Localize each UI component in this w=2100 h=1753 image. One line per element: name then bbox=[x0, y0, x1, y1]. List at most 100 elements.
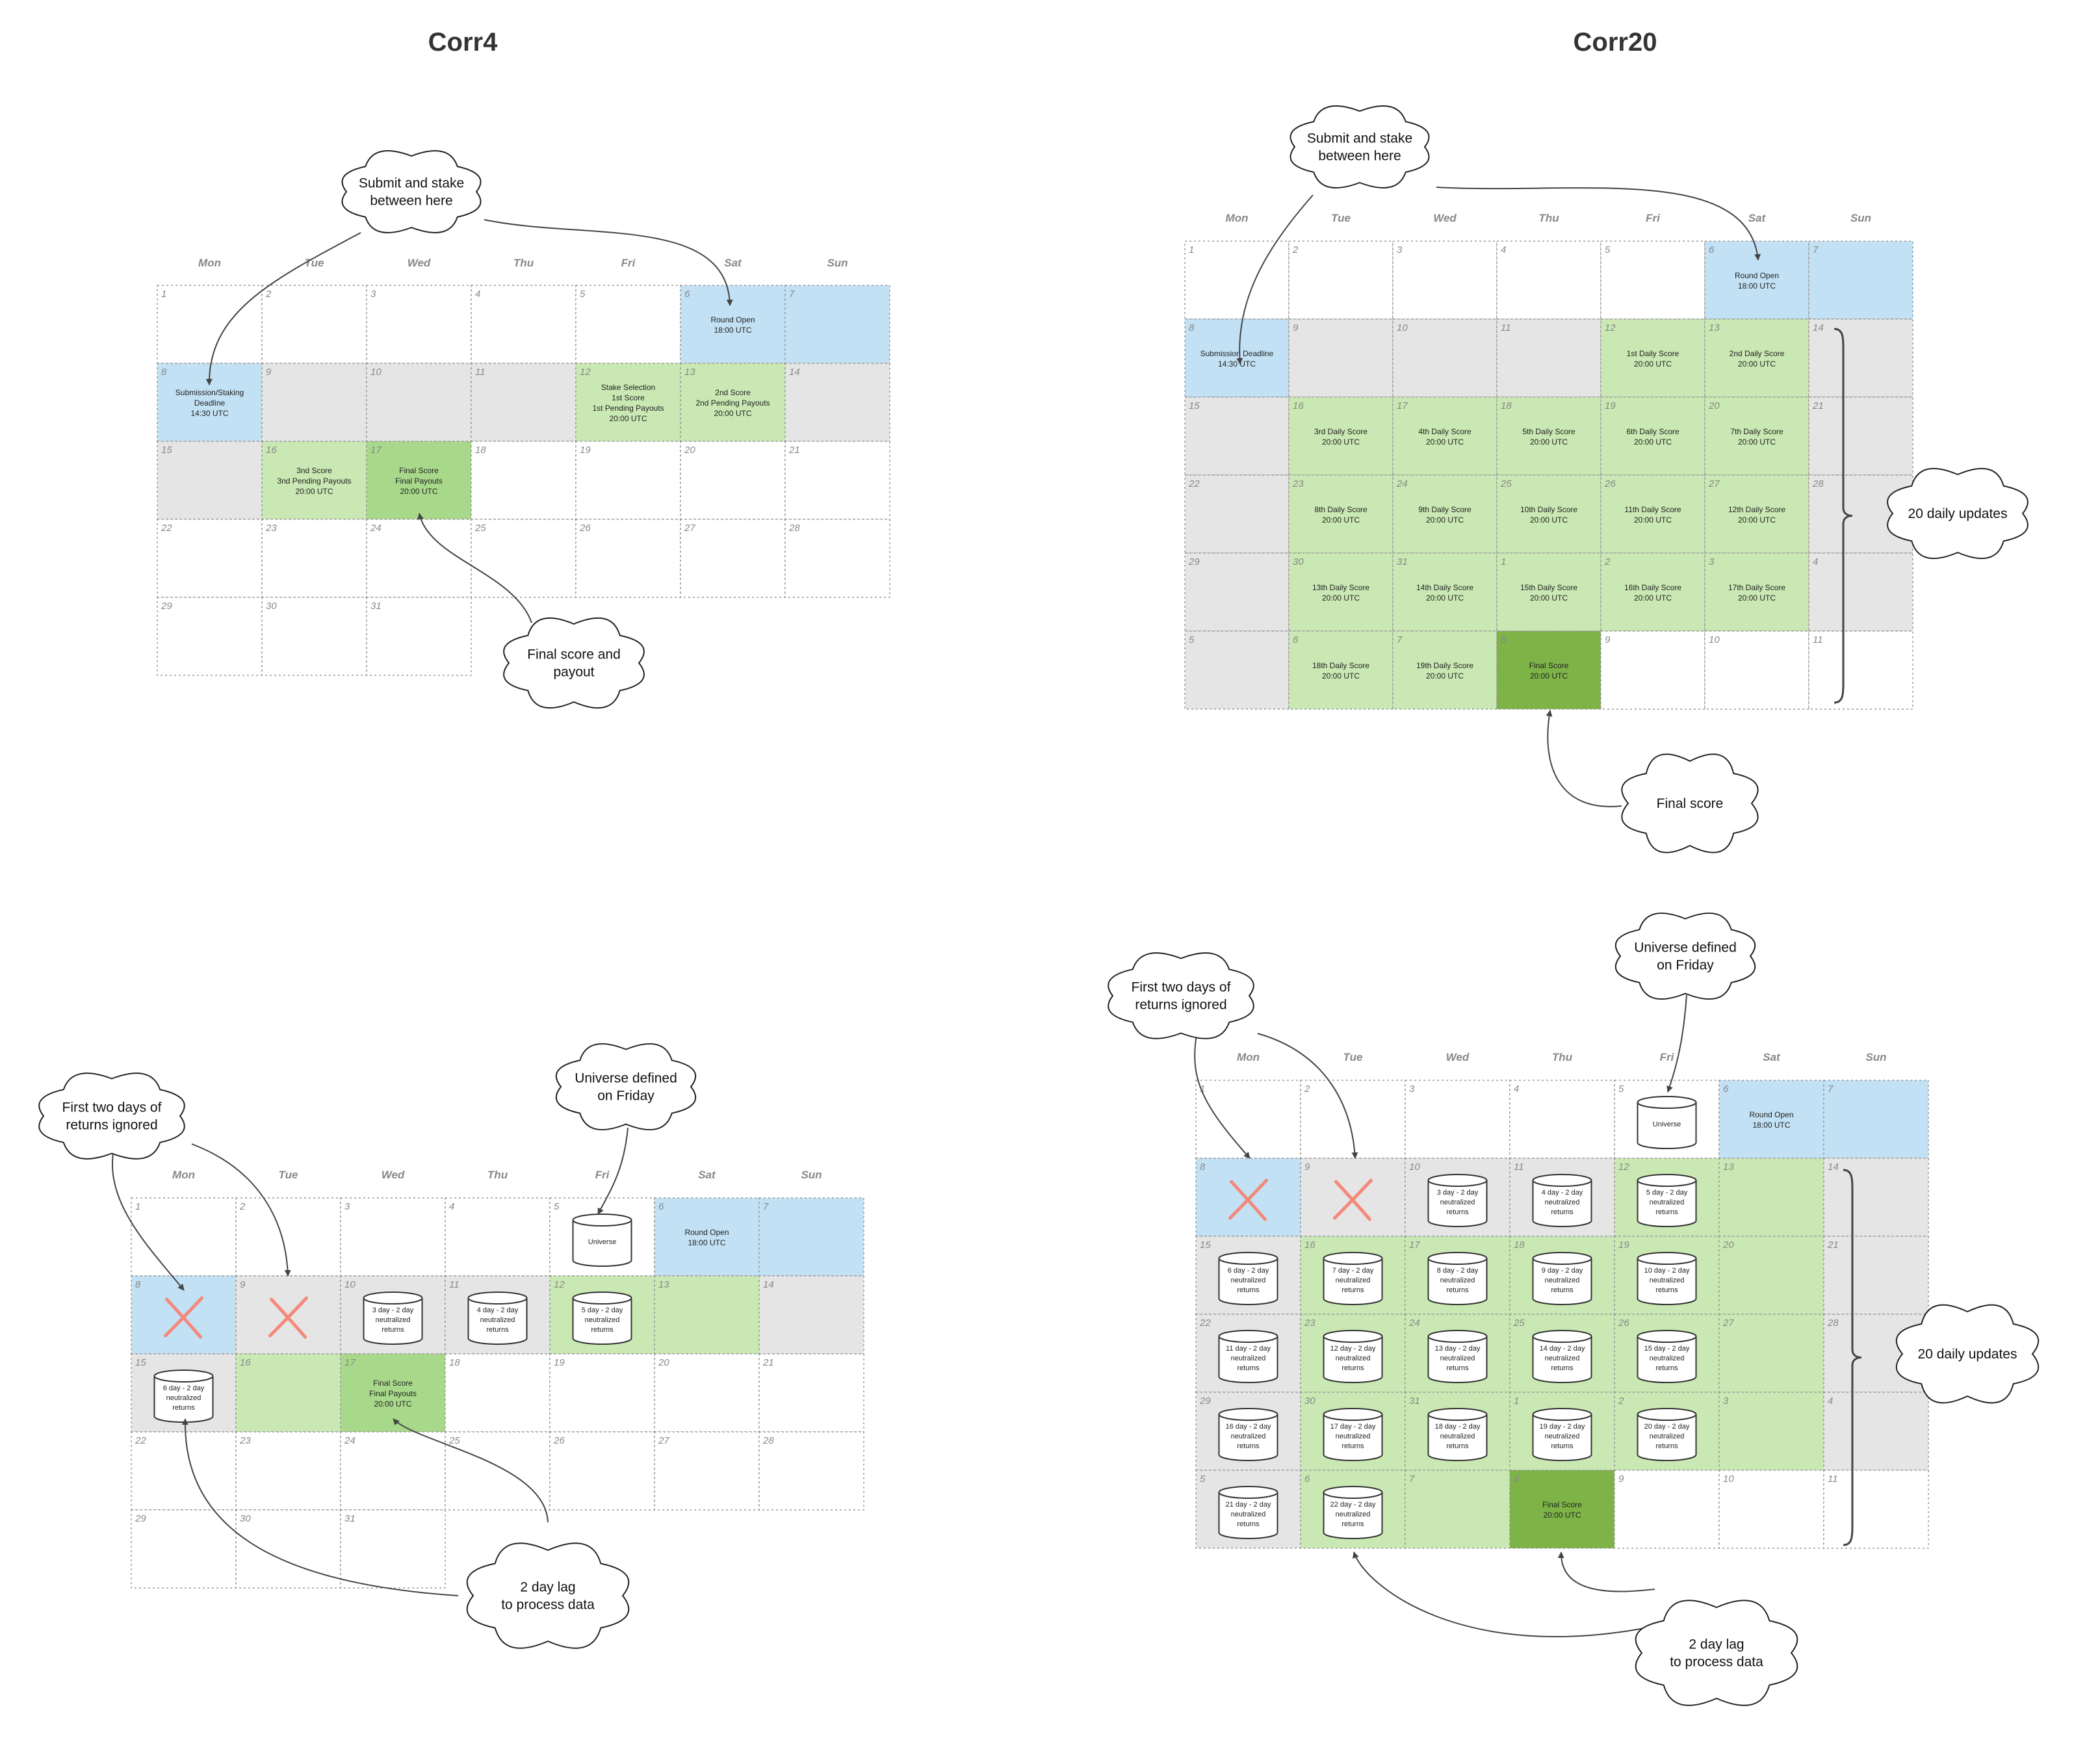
calendar-cell bbox=[1496, 240, 1601, 320]
cylinder-label: 22 day - 2 day bbox=[1330, 1501, 1376, 1509]
cylinder-label: returns bbox=[1342, 1442, 1364, 1450]
weekday-label: Fri bbox=[621, 257, 636, 269]
day-number: 10 bbox=[1723, 1474, 1734, 1485]
cell-label: 14:30 UTC bbox=[190, 409, 228, 418]
weekday-label: Thu bbox=[1552, 1051, 1573, 1063]
callout-cloud bbox=[466, 1542, 630, 1649]
day-number: 19 bbox=[1605, 400, 1616, 411]
day-number: 2 bbox=[1618, 1396, 1624, 1407]
cell-label: 14:30 UTC bbox=[1218, 359, 1256, 369]
day-number: 7 bbox=[1813, 244, 1819, 255]
calendar-cell bbox=[758, 1431, 864, 1511]
weekday-label: Sun bbox=[827, 257, 848, 269]
calendar-cell bbox=[1718, 1470, 1824, 1549]
day-number: 1 bbox=[1189, 244, 1194, 255]
calendar-cell bbox=[1808, 240, 1913, 320]
cell-label: 14th Daily Score bbox=[1416, 583, 1473, 592]
calendar-cell bbox=[1600, 552, 1705, 632]
day-number: 13 bbox=[658, 1279, 669, 1290]
cell-label: 12th Daily Score bbox=[1728, 505, 1785, 514]
calendar-cell bbox=[1300, 1080, 1406, 1159]
day-number: 21 bbox=[1812, 400, 1824, 411]
cell-label: 20:00 UTC bbox=[1322, 515, 1360, 525]
day-number: 6 bbox=[1709, 244, 1715, 255]
day-number: 27 bbox=[1708, 478, 1720, 489]
calendar-cell bbox=[1808, 552, 1913, 632]
day-number: 31 bbox=[370, 601, 382, 612]
cylinder-label: 13 day - 2 day bbox=[1435, 1345, 1481, 1353]
day-number: 21 bbox=[1827, 1240, 1839, 1251]
cylinder-label: 18 day - 2 day bbox=[1435, 1423, 1481, 1431]
day-number: 7 bbox=[1409, 1474, 1415, 1485]
day-number: 2 bbox=[1604, 556, 1611, 567]
day-number: 27 bbox=[658, 1435, 669, 1446]
weekday-label: Fri bbox=[1646, 212, 1661, 224]
calendar-cell bbox=[1392, 474, 1497, 554]
cell-label: 20:00 UTC bbox=[714, 409, 751, 418]
cylinder-label: returns bbox=[1342, 1364, 1364, 1372]
cylinder-label: neutralized bbox=[1545, 1277, 1580, 1284]
cell-label: Submission/Staking bbox=[175, 388, 244, 397]
day-number: 22 bbox=[1188, 478, 1200, 489]
cell-label: 2nd Daily Score bbox=[1730, 349, 1785, 358]
calendar-cell bbox=[784, 519, 890, 598]
cylinder-label: neutralized bbox=[1231, 1433, 1266, 1440]
day-number: 5 bbox=[1618, 1084, 1624, 1095]
calendar-cell bbox=[157, 597, 263, 676]
calendar-cell bbox=[1704, 474, 1809, 554]
calendar-cell bbox=[366, 285, 472, 364]
cylinder-label: returns bbox=[1551, 1442, 1574, 1450]
calendar-cell bbox=[366, 441, 472, 520]
day-number: 20 bbox=[684, 445, 695, 456]
calendar-cell bbox=[1600, 474, 1705, 554]
calendar-cell bbox=[1718, 1314, 1824, 1393]
day-number: 7 bbox=[763, 1201, 769, 1212]
day-number: 7 bbox=[1828, 1084, 1834, 1095]
day-number: 4 bbox=[1514, 1084, 1519, 1095]
cylinder-label: 6 day - 2 day bbox=[163, 1384, 205, 1392]
connector-arrow bbox=[112, 1149, 185, 1291]
calendar-cell bbox=[1808, 630, 1913, 710]
callout-text: Universe defined bbox=[1634, 941, 1737, 955]
cylinder-label: 12 day - 2 day bbox=[1330, 1345, 1376, 1353]
cell-label: Submission Deadline bbox=[1200, 349, 1274, 358]
calendar-cell bbox=[1823, 1158, 1929, 1237]
day-number: 25 bbox=[474, 523, 486, 534]
cell-label: 20:00 UTC bbox=[1530, 515, 1568, 525]
day-number: 17 bbox=[1397, 400, 1408, 411]
connector-arrow bbox=[1546, 710, 1622, 807]
calendar-cell bbox=[1392, 630, 1497, 710]
cylinder-label: neutralized bbox=[1231, 1511, 1266, 1518]
calendar-cell bbox=[758, 1275, 864, 1355]
day-number: 4 bbox=[449, 1201, 454, 1212]
calendar-cell bbox=[1600, 630, 1705, 710]
callout-text: on Friday bbox=[1657, 958, 1714, 973]
cylinder-label: returns bbox=[1551, 1286, 1574, 1294]
connector-arrow bbox=[597, 1127, 629, 1215]
day-number: 4 bbox=[1813, 556, 1818, 567]
callout-text: on Friday bbox=[597, 1089, 655, 1104]
calendar-cell bbox=[235, 1197, 341, 1277]
calendar-cell bbox=[1823, 1392, 1929, 1471]
cylinder-label: returns bbox=[1342, 1520, 1364, 1528]
calendar-cell bbox=[1184, 474, 1290, 554]
calendar-cell bbox=[1184, 552, 1290, 632]
cylinder-label: 8 day - 2 day bbox=[1437, 1267, 1479, 1275]
day-number: 2 bbox=[239, 1201, 246, 1212]
day-number: 9 bbox=[1605, 634, 1611, 645]
calendar-cell bbox=[758, 1353, 864, 1433]
calendar-cell bbox=[1496, 552, 1601, 632]
callout-text: to process data bbox=[501, 1598, 595, 1613]
day-number: 13 bbox=[1709, 322, 1720, 333]
day-number: 4 bbox=[475, 289, 480, 300]
day-number: 8 bbox=[1514, 1474, 1520, 1485]
cylinder-label: 4 day - 2 day bbox=[1542, 1189, 1583, 1197]
day-number: 10 bbox=[1709, 634, 1720, 645]
day-number: 1 bbox=[1514, 1396, 1519, 1407]
calendar-cell bbox=[758, 1197, 864, 1277]
connector-arrow bbox=[1557, 1552, 1655, 1592]
cylinder-label: 21 day - 2 day bbox=[1226, 1501, 1271, 1509]
day-number: 12 bbox=[1618, 1162, 1629, 1173]
callout-text: Submit and stake bbox=[359, 176, 464, 191]
